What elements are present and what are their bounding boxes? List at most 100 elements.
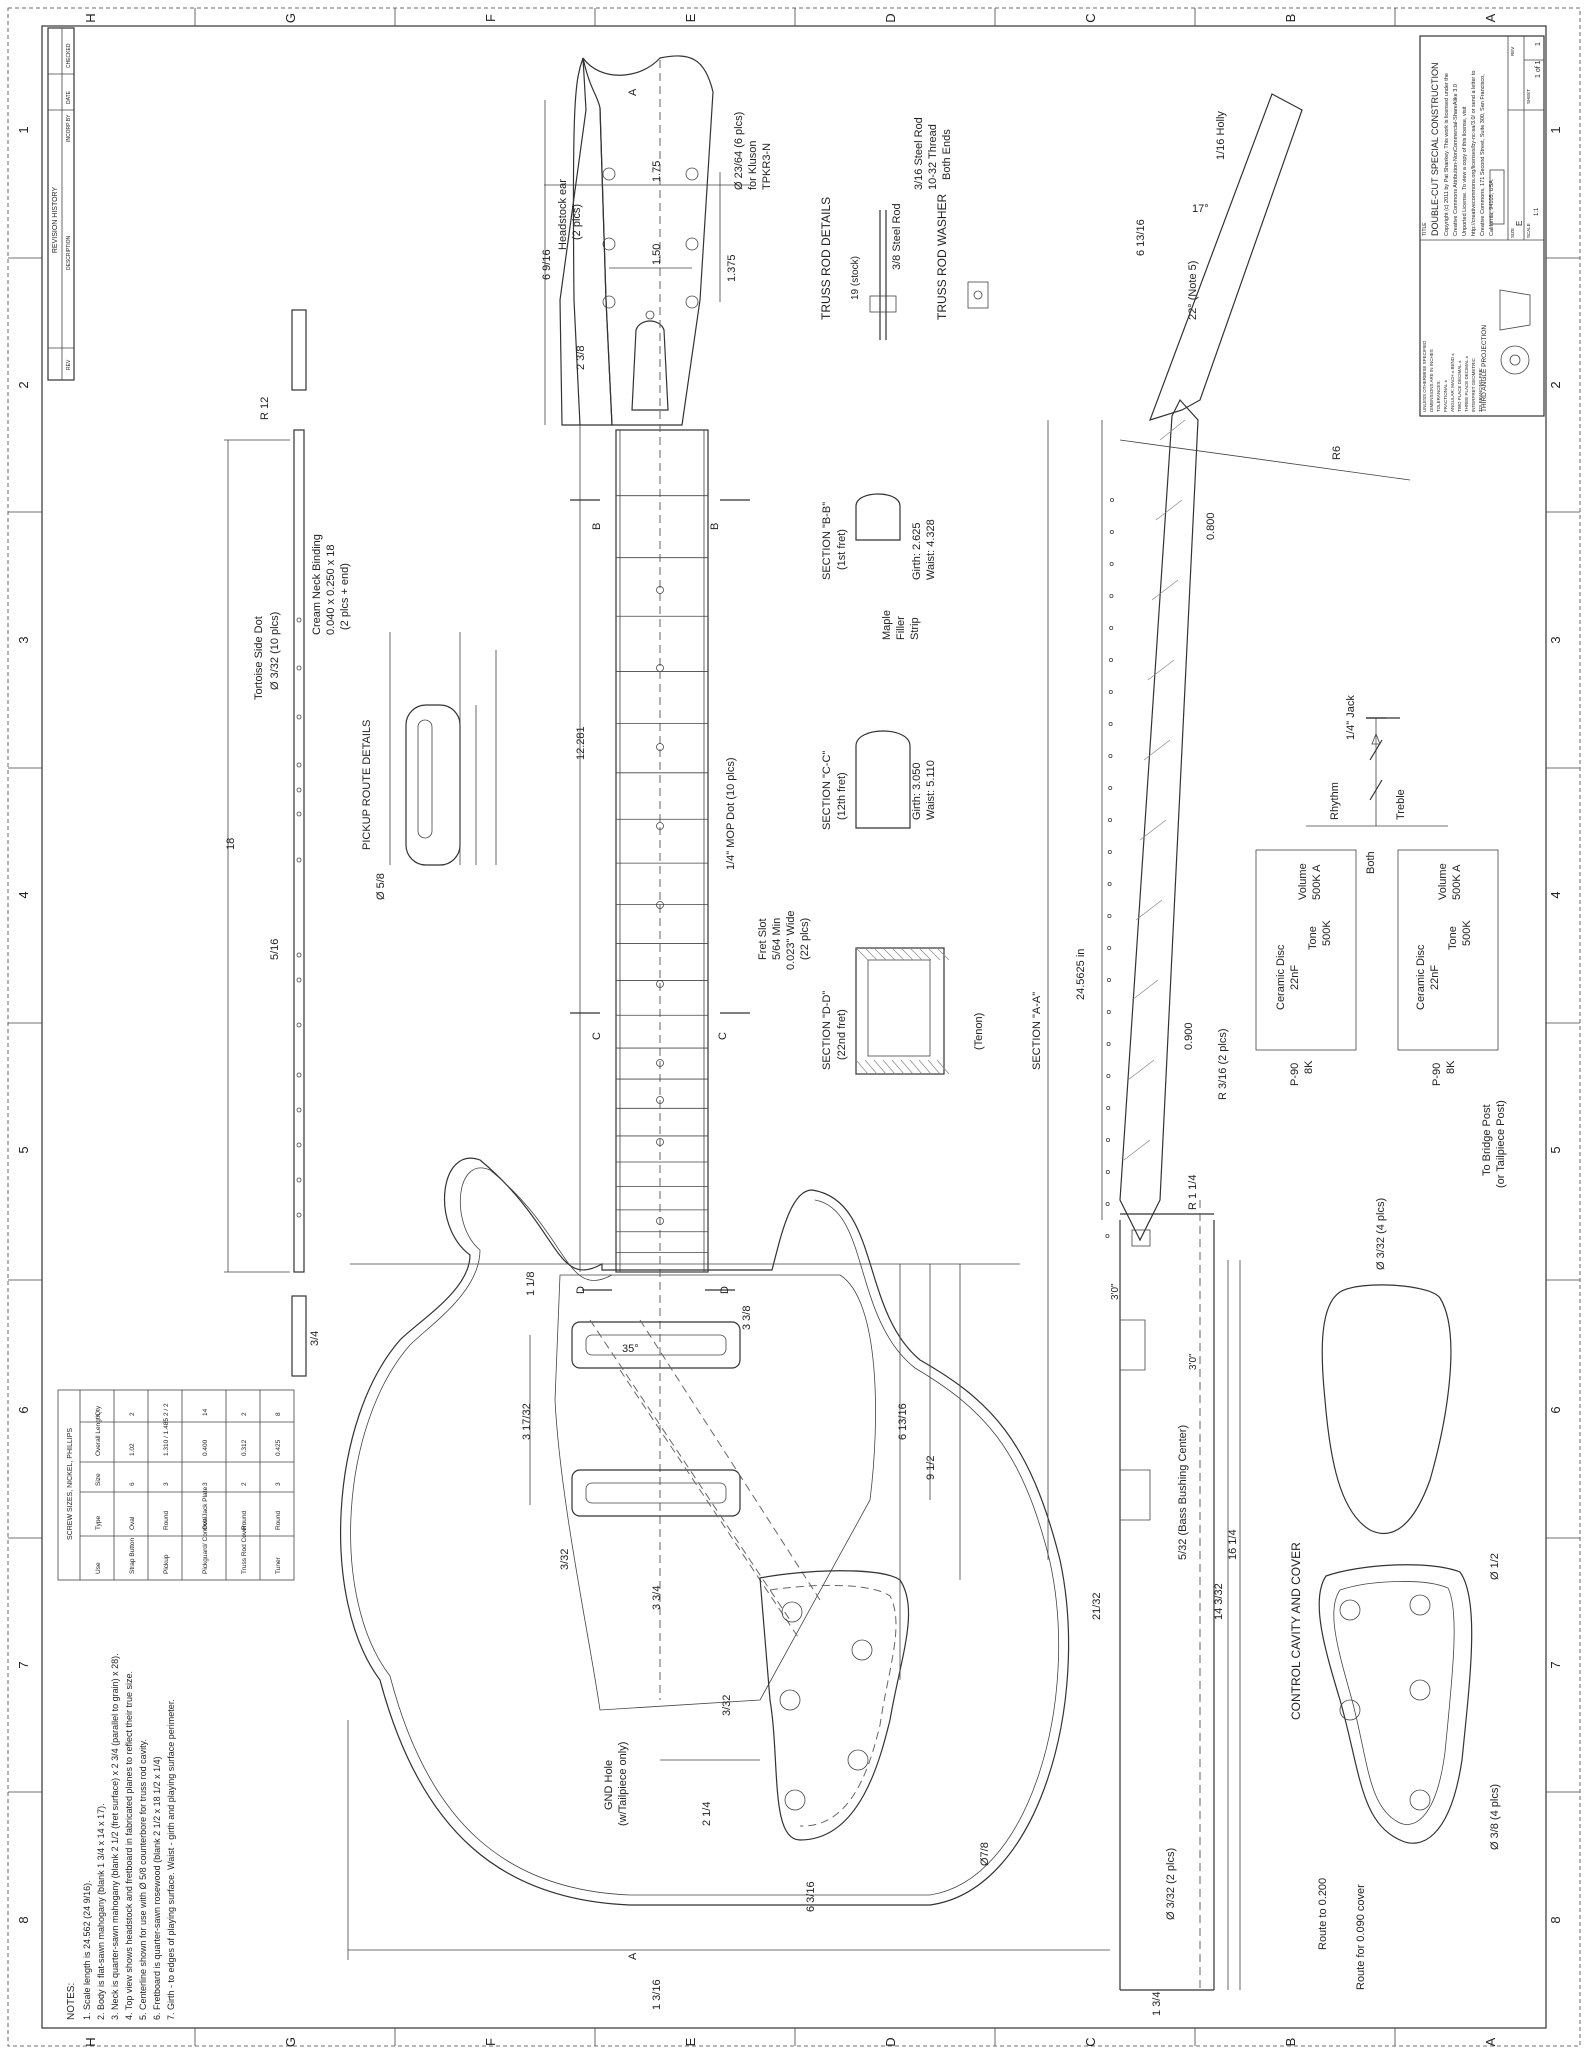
dim-175: 1.75 [651, 161, 663, 182]
p90-rhythm: P-90 [1289, 1063, 1301, 1086]
jack-label: 1/4" Jack [1345, 695, 1357, 740]
disc-rhythm-val: 22nF [1289, 965, 1301, 990]
section-c-left: C [591, 1032, 603, 1040]
dim-16-14: 16 1/4 [1227, 1529, 1239, 1560]
border-col-label: G [283, 2037, 298, 2047]
border-row-label: 5 [1548, 1146, 1563, 1153]
d78-label: Ø7/8 [979, 1842, 991, 1866]
dim-0900: 0.900 [1183, 1022, 1195, 1050]
truss-rod-details: TRUSS ROD DETAILS 19 (stock) 3/16 Steel … [819, 117, 989, 340]
revision-title: REVISION HISTORY [52, 187, 59, 254]
screw-table-cell: Round [241, 1510, 248, 1530]
border-col-label: C [1083, 13, 1098, 22]
screw-table-cell: Strap Button [129, 1537, 136, 1574]
border-row-label: 4 [16, 891, 31, 898]
dim-238: 2 3/8 [575, 346, 587, 370]
section-a-bottom: A [627, 1952, 639, 1960]
pot-hole-label: Ø 1/2 [1489, 1553, 1501, 1580]
fret-slot-wide: 0.023" Wide [785, 910, 797, 970]
bridge-post-label: To Bridge Post [1481, 1104, 1493, 1176]
rev-label: REV [1510, 47, 1515, 56]
screw-table-cell: 2 [129, 1412, 136, 1416]
sec-dd-fret: (22nd fret) [836, 1009, 848, 1060]
checked-col: CHECKED [66, 43, 72, 68]
filler-label: Filler [895, 616, 907, 640]
angle-35: 35° [622, 1343, 639, 1355]
border-row-label: 8 [16, 1916, 31, 1923]
border-row-label: 4 [1548, 891, 1563, 898]
rev-value: 1 [1535, 42, 1542, 46]
license-line: California, 94105, USA. [1489, 178, 1495, 236]
license-line: http://creativecommons.org/licenses/by-n… [1471, 71, 1477, 236]
r114-label: R 1 1/4 [1187, 1175, 1199, 1210]
border-row-label: 6 [16, 1406, 31, 1413]
both-label: Both [1365, 851, 1377, 874]
binding-label: Cream Neck Binding [311, 534, 323, 635]
border-row-label: 2 [16, 381, 31, 388]
rhythm-label: Rhythm [1329, 782, 1341, 820]
tolerance-line: FRACTIONAL ± [1443, 379, 1448, 412]
dim-1-4-bottom: 3/4 [309, 1331, 321, 1346]
tolerance-line: UNLESS OTHERWISE SPECIFIED [1422, 340, 1427, 412]
outer-frame [7, 7, 1581, 2047]
headstock-ear-plcs: (2 plcs) [571, 204, 583, 240]
screw-table-cell: Truss Rod Cover [241, 1524, 248, 1574]
route-0090-label: Route for 0.090 cover [1355, 1884, 1367, 1990]
tolerance-line: TOLERANCING PER: [1478, 368, 1483, 412]
steel-rod2-label: 3/8 Steel Rod [891, 203, 903, 270]
dim-3-34: 3 3/4 [651, 1586, 663, 1610]
border-col-label: D [883, 2037, 898, 2046]
sheet-label: SHEET [1526, 89, 1531, 104]
screw-table-cell: 3 [163, 1482, 170, 1486]
sheet-value: 1 of 1 [1535, 60, 1542, 78]
disc-rhythm: Ceramic Disc [1275, 944, 1287, 1010]
sec-bb-title: SECTION "B-B" [821, 502, 833, 580]
dim-3-0-b: 3'0" [1188, 1353, 1199, 1370]
border-col-label: B [1283, 2038, 1298, 2047]
tailpiece-post-label: (or Tailpiece Post) [1495, 1100, 1507, 1188]
sec-bb-fret: (1st fret) [836, 529, 848, 570]
screw-table-cell: Tuner [275, 1556, 282, 1574]
size-label: SIZE [1510, 228, 1515, 238]
border-col-label: E [683, 2037, 698, 2046]
volume-rhythm: Volume [1297, 863, 1309, 900]
pickup-route-dia: Ø 5/8 [375, 873, 387, 900]
tolerance-line: THREE PLACE DECIMAL ± [1464, 355, 1469, 412]
screw-table-cell: 14 [202, 1408, 209, 1416]
border-row-label: 1 [1548, 126, 1563, 133]
dim-3-32: 3/32 [559, 1549, 571, 1570]
fret-slot-plcs: (22 plcs) [799, 918, 811, 960]
border-col-label: B [1283, 14, 1298, 23]
desc-col: DESCRIPTION [66, 235, 72, 270]
note-item: 4. Top view shows headstock and fretboar… [124, 1671, 134, 2020]
incorp-col: INCORP BY [66, 114, 72, 142]
screw-table-header: Use [95, 1562, 102, 1574]
p90-rhythm-val: 8K [1303, 1060, 1315, 1074]
kluson-label: for Kluson [747, 140, 759, 190]
section-c-right: C [717, 1032, 729, 1040]
angle-22: 22° (Note 5) [1187, 261, 1199, 320]
sec-dd-title: SECTION "D-D" [821, 991, 833, 1070]
screw-table-cell: Oval [129, 1516, 136, 1530]
border-row-label: 8 [1548, 1916, 1563, 1923]
sec-cc-title: SECTION "C-C" [821, 751, 833, 830]
tortoise-label: Tortoise Side Dot [253, 616, 265, 700]
scale-length: 24.5625 in [1075, 949, 1087, 1000]
revision-block: REVISION HISTORY REV DESCRIPTION DATE IN… [47, 27, 75, 381]
border-row-label: 1 [16, 126, 31, 133]
dim-5-16-side: 5/16 [269, 939, 281, 960]
tailpiece-only-label: (w/Tailpiece only) [617, 1742, 629, 1826]
projection-text: THIRD ANGLE PROJECTION [1481, 325, 1488, 412]
dim-12281: 12.281 [575, 726, 587, 760]
r316-label: R 3/16 (2 plcs) [1217, 1028, 1229, 1100]
tone-rhythm: Tone [1307, 926, 1319, 950]
screw-table-cell: 6 [129, 1482, 136, 1486]
border-row-label: 6 [1548, 1406, 1563, 1413]
dim-2-14: 2 1/4 [701, 1802, 713, 1826]
gnd-hole-label: GND Hole [603, 1760, 615, 1810]
sec-cc-fret: (12th fret) [836, 772, 848, 820]
dim-6916: 6 9/16 [541, 249, 553, 280]
side-profile: 24.5625 in 1/16 Holly 17° 22° (Note 5) R… [1047, 93, 1411, 2016]
dim-3-32-b: 3/32 [721, 1695, 733, 1716]
